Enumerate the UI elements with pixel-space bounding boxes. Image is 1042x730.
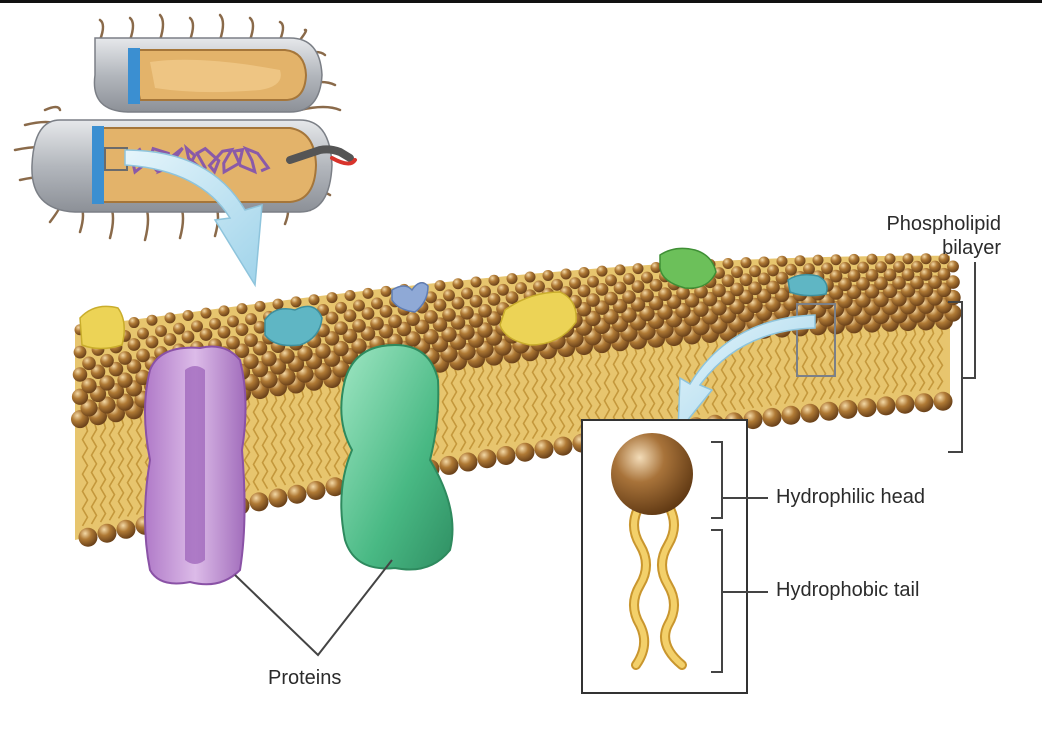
- proteins-label: Proteins: [268, 667, 342, 689]
- protein-green: [340, 343, 454, 571]
- protein-purple: [144, 345, 247, 586]
- top-border: [0, 0, 1042, 3]
- head-bracket: [711, 441, 768, 519]
- phospholipid-bilayer-label-line1: Phospholipid: [886, 213, 1001, 235]
- phospholipid-inset: [581, 419, 748, 694]
- tail-bracket: [711, 529, 768, 673]
- hydrophobic-tail-label: Hydrophobic tail: [776, 579, 920, 601]
- bacterium-cutaway-icon: [13, 13, 357, 242]
- proteins-leader-lines: [234, 559, 393, 657]
- phospholipid-bilayer-label-line2: bilayer: [942, 237, 1001, 259]
- phospholipid-bilayer-label: Phospholipid bilayer: [781, 212, 1001, 260]
- hydrophilic-head-label: Hydrophilic head: [776, 486, 925, 508]
- curved-arrow-icon: [677, 314, 816, 435]
- zoom-box: [796, 303, 836, 377]
- bilayer-bracket: [948, 262, 976, 453]
- surface-proteins: [79, 247, 828, 350]
- curved-arrow-icon: [124, 149, 263, 288]
